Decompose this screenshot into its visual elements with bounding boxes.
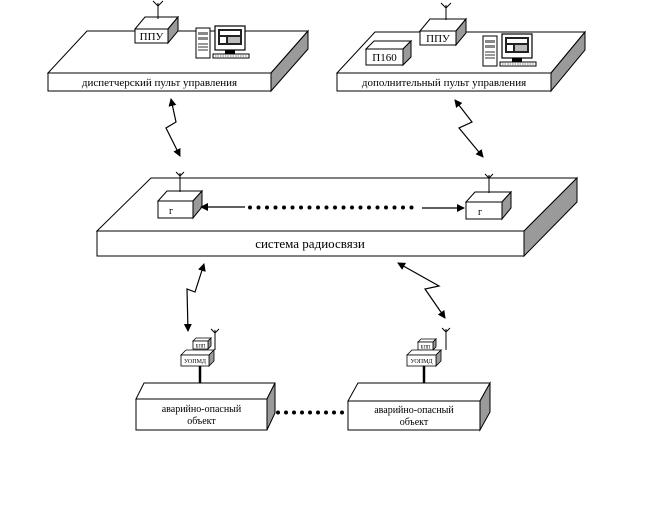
dispatcher-platform-front bbox=[47, 72, 272, 92]
object-left-bpp-label: БПП bbox=[195, 345, 205, 350]
dispatcher-ppu-device: ППУ bbox=[133, 0, 180, 45]
radio-node-left-label: г bbox=[169, 206, 173, 217]
radio-link-object-left bbox=[183, 263, 206, 332]
object-right-bpp-label: БПП bbox=[420, 346, 430, 351]
dispatcher-platform-top bbox=[46, 30, 310, 74]
radio-link-dispatcher bbox=[165, 98, 181, 157]
object-right-uopmd-label: УОПМД bbox=[410, 359, 432, 365]
dispatcher-ppu-label: ППУ bbox=[140, 31, 164, 43]
dispatcher-console: диспетчерский пульт управления ППУ bbox=[46, 0, 310, 93]
object-right-uopmd-device: УОПМД bbox=[406, 349, 442, 367]
radio-node-right: г bbox=[464, 173, 513, 221]
object-left-top bbox=[135, 382, 276, 400]
radio-system: система радиосвязи г г bbox=[95, 171, 579, 258]
radio-platform-front bbox=[96, 230, 525, 257]
hazard-object-right: БПП УОПМД аварийно-опасный объект bbox=[347, 327, 491, 432]
object-left-uopmd-label: УОПМД bbox=[184, 359, 206, 365]
antenna-icon bbox=[152, 0, 164, 19]
antenna-icon bbox=[484, 173, 494, 193]
hazard-object-left: БПП УОПМД аварийно-опасный объект bbox=[135, 328, 276, 431]
object-right-label-line2: объект bbox=[400, 417, 429, 428]
object-left-label-line2: объект bbox=[187, 416, 216, 427]
object-right-bpp-device: БПП bbox=[417, 338, 437, 351]
object-right-front bbox=[347, 400, 481, 431]
dispatcher-label: диспетчерский пульт управления bbox=[82, 77, 237, 89]
radio-link-additional bbox=[454, 99, 484, 158]
antenna-icon bbox=[441, 327, 451, 350]
radio-link-object-right bbox=[397, 262, 446, 319]
antenna-icon bbox=[175, 171, 185, 192]
object-right-top bbox=[347, 382, 491, 402]
object-left-front bbox=[135, 398, 268, 431]
additional-ppu-label: ППУ bbox=[426, 33, 450, 45]
object-left-uopmd-device: УОПМД bbox=[180, 349, 215, 367]
additional-platform-front bbox=[336, 72, 552, 92]
node-interlink bbox=[200, 203, 465, 212]
additional-p160-label: П160 bbox=[372, 52, 397, 64]
radio-node-right-label: г bbox=[478, 207, 482, 218]
object-right-label-line1: аварийно-опасный bbox=[374, 405, 454, 416]
additional-ppu-device: ППУ bbox=[418, 2, 468, 47]
object-left-label-line1: аварийно-опасный bbox=[162, 404, 242, 415]
additional-console: дополнительный пульт управления П160 ППУ bbox=[335, 2, 587, 93]
object-left-bpp-device: БПП bbox=[192, 337, 212, 350]
antenna-icon bbox=[440, 2, 452, 20]
additional-p160-device: П160 bbox=[364, 39, 413, 67]
additional-label: дополнительный пульт управления bbox=[362, 77, 526, 89]
radio-node-left: г bbox=[156, 171, 204, 220]
radio-system-label: система радиосвязи bbox=[255, 236, 365, 251]
antenna-icon bbox=[210, 328, 220, 350]
